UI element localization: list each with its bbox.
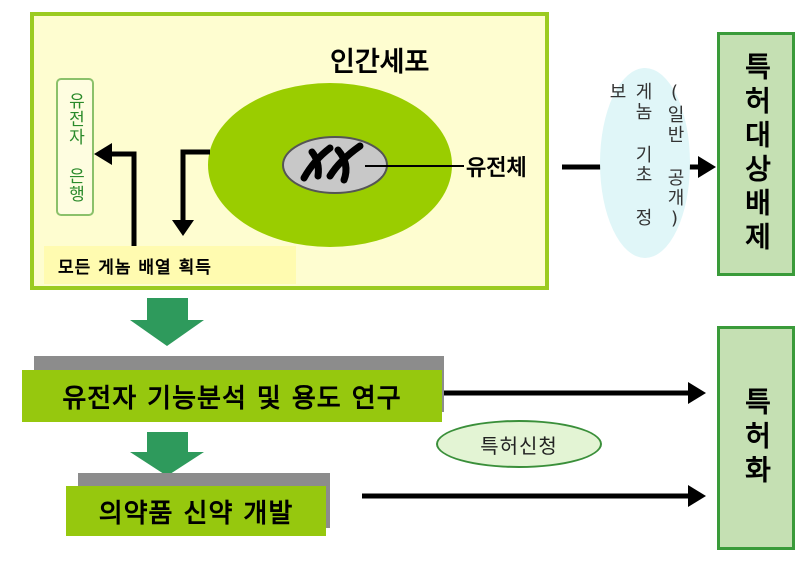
down-arrow-head (172, 220, 194, 236)
gene-bank-box: 유전자 은행 (56, 78, 94, 216)
arrow-drug-to-patent-head (688, 485, 706, 507)
public-info-ellipse (600, 68, 690, 258)
patent-box: 특허화 (717, 326, 795, 550)
patent-label: 특허화 (740, 387, 773, 489)
patent-excluded-label: 특허대상배제 (740, 52, 773, 256)
drug-development-bar: 의약품 신약 개발 (66, 486, 326, 536)
arrow-function-to-patent-head (688, 382, 706, 404)
big-down-arrow-1 (130, 298, 204, 346)
down-arrow-to-genome (180, 149, 210, 222)
arrow-to-excluded-head (698, 156, 716, 178)
cell-title: 인간세포 (330, 47, 430, 78)
up-arrow-to-gene-bank (108, 151, 137, 246)
big-down-arrow-2 (130, 432, 204, 476)
patent-excluded-box: 특허대상배제 (717, 32, 795, 276)
function-analysis-bar: 유전자 기능분석 및 용도 연구 (22, 370, 442, 422)
public-info-text: (일반 공개) 게놈 기초 정보 (606, 82, 685, 247)
up-arrow-head (94, 143, 112, 165)
genome-sequence-label: 모든 게놈 배열 획득 (44, 246, 296, 284)
public-info-line1: (일반 공개) (664, 82, 685, 231)
chromosome-icon (300, 142, 364, 184)
gene-bank-label: 유전자 은행 (64, 91, 85, 203)
public-info-line2: 게놈 기초 정보 (606, 82, 653, 228)
chromosome-label: 유전체 (466, 156, 527, 181)
patent-application-pill: 특허신청 (436, 420, 602, 468)
